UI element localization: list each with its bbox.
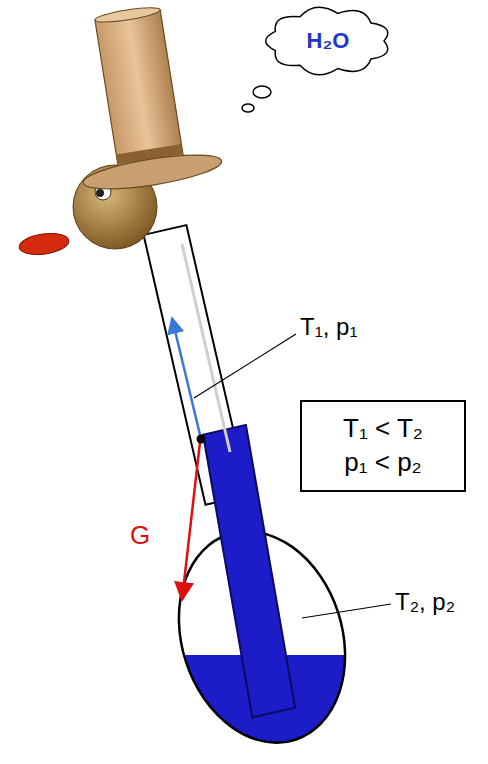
vapour-arrow	[172, 318, 201, 439]
pupil	[96, 189, 104, 197]
tube-liquid	[203, 425, 295, 718]
weight-arrow	[182, 442, 200, 600]
thought-cloud: H₂O	[262, 4, 394, 78]
condition-box: T₁ < T₂p₁ < p₂	[300, 400, 466, 492]
centre-of-mass	[197, 435, 206, 444]
leader-line	[302, 604, 391, 618]
hat	[58, 0, 224, 196]
condition-text: p₁ < p₂	[344, 446, 421, 480]
cloud-text: H₂O	[307, 27, 350, 56]
beak	[18, 231, 70, 258]
cloud-shape	[266, 7, 388, 74]
state-label: T₁, p₁	[300, 313, 358, 341]
thought-bubble	[242, 104, 254, 112]
leader-line	[194, 334, 296, 398]
condition-text: T₁ < T₂	[343, 412, 423, 446]
force-label: G	[130, 520, 150, 551]
state-label: T₂, p₂	[395, 588, 455, 616]
thought-bubble	[253, 86, 271, 98]
tube-highlight	[182, 244, 230, 452]
